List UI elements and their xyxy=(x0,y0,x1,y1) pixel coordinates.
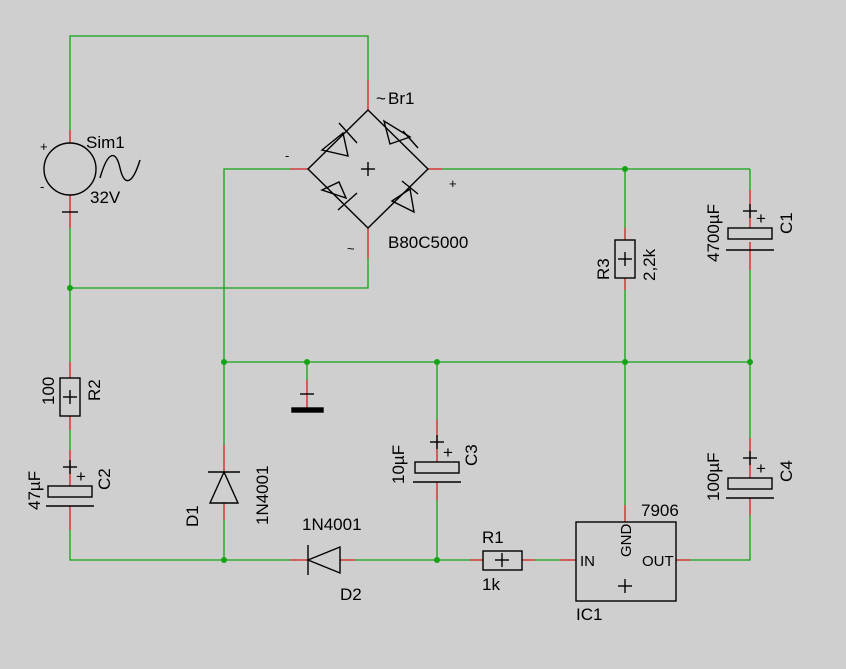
wire-source-to-bridge-ac xyxy=(69,35,369,130)
br1-minus-sign: - xyxy=(285,148,289,163)
junction xyxy=(622,166,628,172)
c4-plus-sign: + xyxy=(756,459,766,478)
br1-ac-top-sign: ~ xyxy=(376,89,386,108)
c1-plus-sign: + xyxy=(756,209,766,228)
sim1-minus-sign: - xyxy=(40,179,44,194)
resistor-icon xyxy=(59,377,81,417)
resistor-icon xyxy=(614,239,636,279)
c2-capacitor[interactable]: + 47µF C2 xyxy=(25,450,114,530)
d2-value: 1N4001 xyxy=(302,515,362,534)
bridge-diode-lower-left xyxy=(320,181,358,211)
c2-value: 47µF xyxy=(25,471,44,510)
c1-value: 4700µF xyxy=(704,204,723,262)
c4-name: C4 xyxy=(777,460,796,482)
br1-value: B80C5000 xyxy=(388,233,468,252)
wires xyxy=(69,35,751,561)
r2-resistor[interactable]: 100 R2 xyxy=(39,362,104,430)
c2-name: C2 xyxy=(95,468,114,490)
junction xyxy=(221,359,227,365)
voltage-regulator-icon xyxy=(575,521,677,602)
wire-ic-out xyxy=(690,515,751,561)
c2-plus-sign: + xyxy=(76,467,86,486)
diode-icon xyxy=(208,470,240,504)
junction xyxy=(221,557,227,563)
c1-capacitor[interactable]: + 4700µF C1 xyxy=(704,190,796,270)
wire-bridge-minus xyxy=(223,168,290,362)
c3-value: 10µF xyxy=(389,445,408,484)
r1-value: 1k xyxy=(482,575,500,594)
r2-name: R2 xyxy=(85,379,104,401)
junction xyxy=(434,557,440,563)
d1-value: 1N4001 xyxy=(253,465,272,525)
d2-name: D2 xyxy=(340,585,362,604)
junction xyxy=(622,359,628,365)
bridge-rectifier-icon xyxy=(307,109,429,229)
c3-capacitor[interactable]: + 10µF C3 xyxy=(389,420,481,500)
polarized-capacitor-icon xyxy=(727,477,773,490)
junction xyxy=(747,359,753,365)
c4-value: 100µF xyxy=(704,452,723,501)
ic1-value: 7906 xyxy=(641,501,679,520)
sim1-plus-sign: + xyxy=(40,139,48,154)
wire-c2-bottom xyxy=(69,530,222,561)
r2-value: 100 xyxy=(39,377,58,405)
r1-resistor[interactable]: R1 1k xyxy=(470,528,535,594)
bridge-diode-lower-right xyxy=(390,180,419,214)
bridge-diode-upper-right xyxy=(382,119,419,149)
r3-resistor[interactable]: R3 2,2k xyxy=(594,228,659,290)
ac-source-icon xyxy=(43,142,97,196)
br1-bridge[interactable]: ~ Br1 ~ - + B80C5000 xyxy=(285,80,468,258)
c3-plus-sign: + xyxy=(443,443,453,462)
sine-wave-icon xyxy=(99,155,141,182)
ic1-pin-in-label: IN xyxy=(580,553,595,570)
ic1-regulator[interactable]: IN GND OUT 7906 IC1 xyxy=(560,501,690,624)
junctions xyxy=(67,166,753,563)
r3-value: 2,2k xyxy=(640,248,659,281)
br1-name: Br1 xyxy=(388,89,414,108)
br1-plus-sign: + xyxy=(449,176,457,191)
c4-capacitor[interactable]: + 100µF C4 xyxy=(704,438,796,515)
polarized-capacitor-icon xyxy=(47,485,93,498)
bridge-diode-upper-left xyxy=(320,122,358,157)
junction xyxy=(434,359,440,365)
r1-name: R1 xyxy=(482,528,504,547)
d2-diode[interactable]: 1N4001 D2 xyxy=(290,515,362,604)
polarized-capacitor-icon xyxy=(727,227,773,240)
sim1-value: 32V xyxy=(90,188,121,207)
ic1-pin-gnd-label: GND xyxy=(618,524,635,558)
ic1-pin-out-label: OUT xyxy=(642,553,674,570)
sim1-name: Sim1 xyxy=(86,133,125,152)
junction xyxy=(304,359,310,365)
sim1-source[interactable]: + - Sim1 32V xyxy=(40,130,141,228)
diode-icon xyxy=(306,545,341,575)
c3-name: C3 xyxy=(462,444,481,466)
ground-icon xyxy=(291,407,324,413)
wire-source-return xyxy=(69,228,369,289)
ground-symbol[interactable] xyxy=(291,380,324,413)
br1-ac-bottom-sign: ~ xyxy=(347,241,355,256)
polarized-capacitor-icon xyxy=(414,461,460,474)
resistor-icon xyxy=(482,550,523,571)
d1-diode[interactable]: D1 1N4001 xyxy=(183,445,272,527)
junction xyxy=(67,285,73,291)
c1-name: C1 xyxy=(777,212,796,234)
ic1-name: IC1 xyxy=(576,605,602,624)
d1-name: D1 xyxy=(183,505,202,527)
r3-name: R3 xyxy=(594,258,613,280)
